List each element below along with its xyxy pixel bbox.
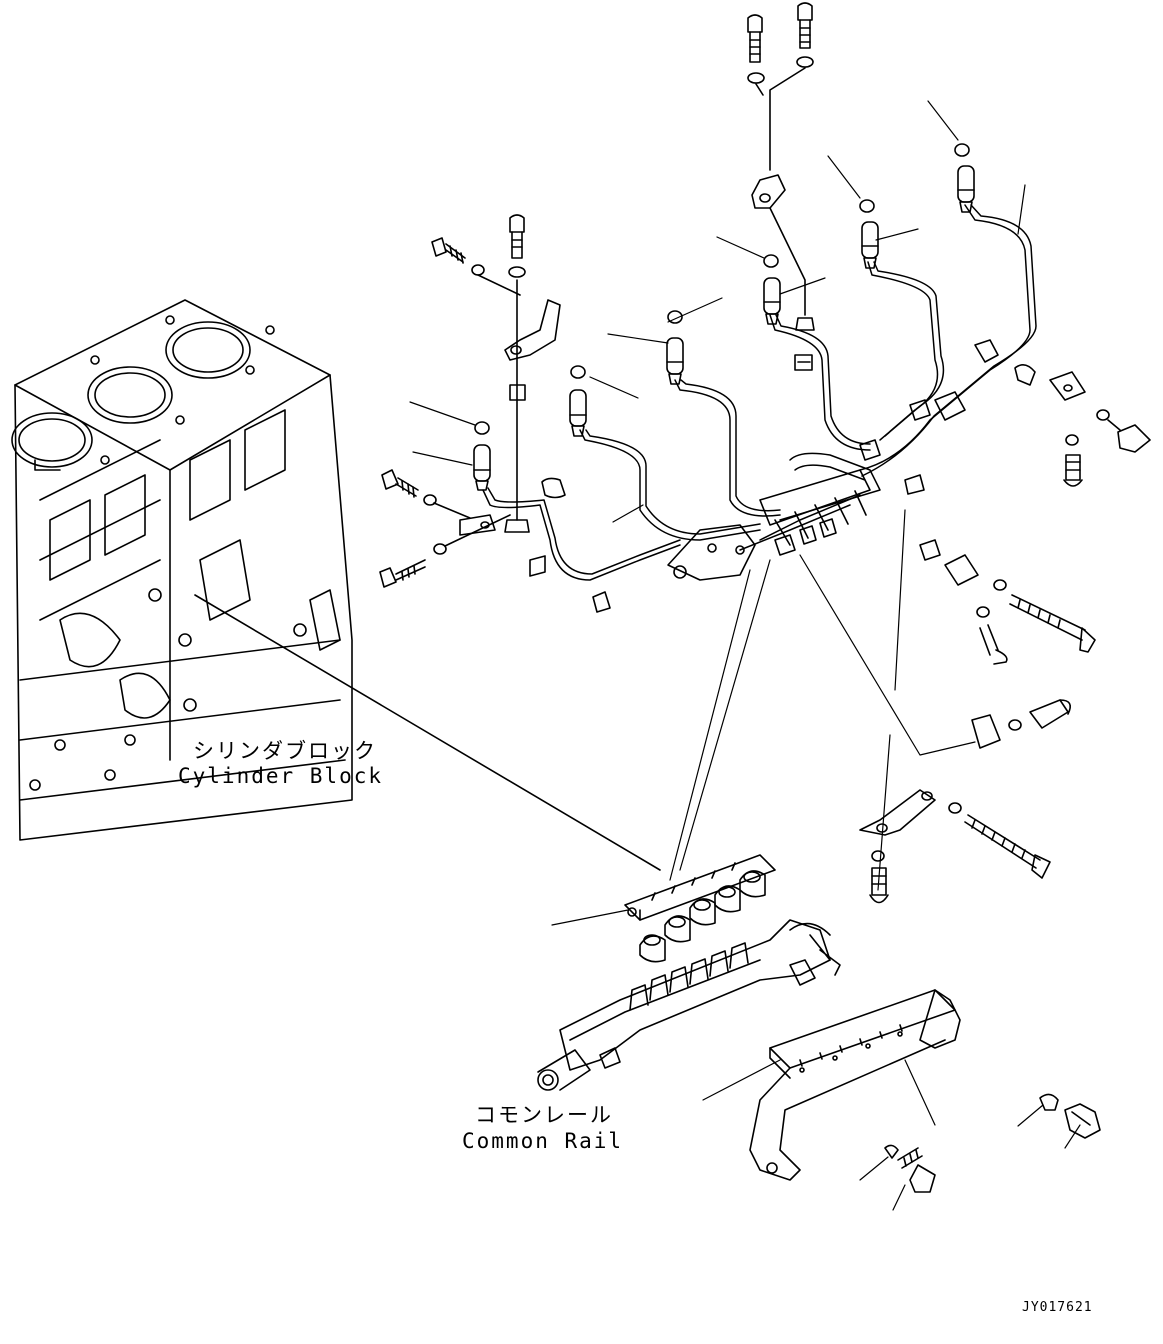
- leader-line: [194, 594, 661, 871]
- cylinder-block-label-jp: シリンダブロック: [193, 739, 377, 763]
- common-rail: [537, 854, 841, 1091]
- common-rail-label-en: Common Rail: [462, 1129, 623, 1153]
- o-rings: [474, 143, 970, 435]
- left-bolts: [379, 469, 511, 588]
- junction-block: [667, 469, 871, 581]
- right-clamp-assembly: [859, 339, 1151, 904]
- rail-bracket: [749, 989, 961, 1181]
- index-leaders: [409, 100, 1081, 1211]
- cylinder-block-label-en: Cylinder Block: [178, 764, 383, 788]
- drawing-code: JY017621: [1022, 1300, 1093, 1315]
- cylinder-bore-1: [165, 321, 251, 379]
- injection-pipes: [482, 204, 1037, 581]
- bottom-bolts: [884, 1093, 1101, 1193]
- cylinder-block: [11, 299, 353, 841]
- cylinder-bore-3: [11, 412, 93, 468]
- common-rail-label-jp: コモンレール: [475, 1103, 613, 1127]
- cylinder-bore-2: [87, 366, 173, 424]
- left-clamp-assembly: [431, 214, 611, 613]
- pipe-nuts: [473, 165, 975, 491]
- top-clamp-assembly: [747, 2, 815, 371]
